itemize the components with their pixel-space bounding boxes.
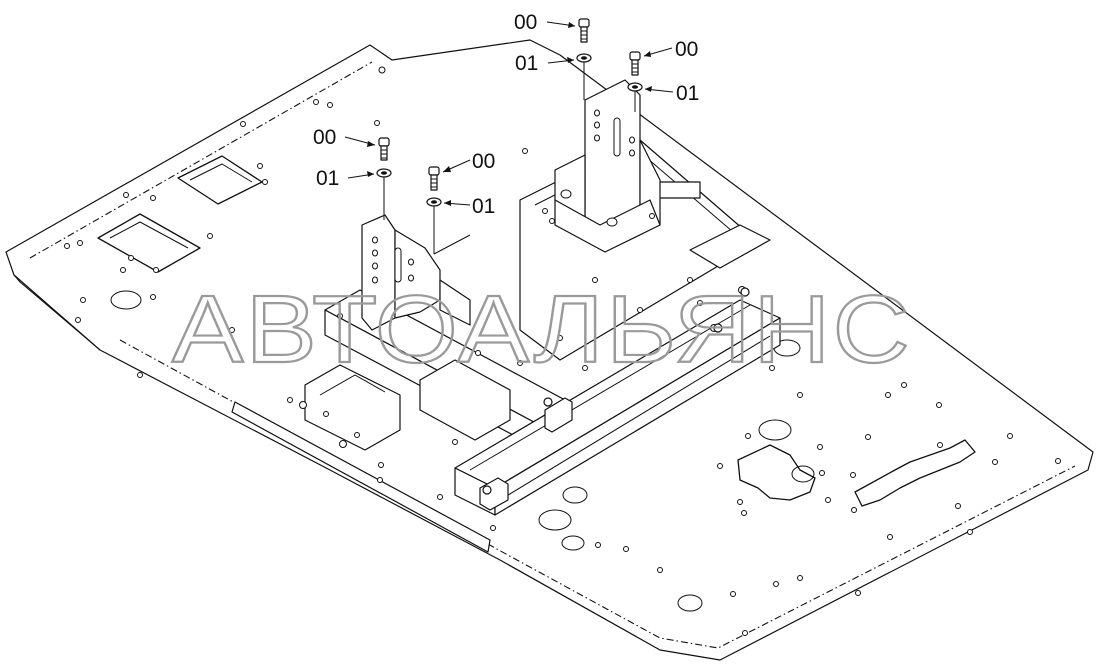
washer-rear-left [576,53,592,100]
washer-rear-right [627,82,643,112]
front-mount-bracket [361,214,471,331]
callout-label-bolt-rear-right: 00 [675,38,698,61]
seat-slide-rails [304,139,781,516]
watermark-text: АВТОАЛЬЯНС [172,276,912,383]
callout-label-bolt-rear-left: 00 [514,11,537,34]
callout-arrowheads [367,22,652,206]
bolt-front-left [378,137,390,161]
rail-bolts [482,287,750,495]
callout-label-washer-front-left: 01 [316,167,339,190]
washer-front-right [426,197,442,254]
bolt-front-right [428,166,440,191]
bolt-rear-left [578,18,590,43]
washer-front-left [376,168,392,220]
callout-label-washer-front-right: 01 [472,195,495,218]
callout-label-washer-rear-right: 01 [676,82,699,105]
callout-label-bolt-front-left: 00 [313,126,336,149]
bolt-rear-right [629,51,641,76]
callout-label-bolt-front-right: 00 [472,150,495,173]
rear-mount-bracket [554,79,661,253]
callout-label-washer-rear-left: 01 [515,52,538,75]
